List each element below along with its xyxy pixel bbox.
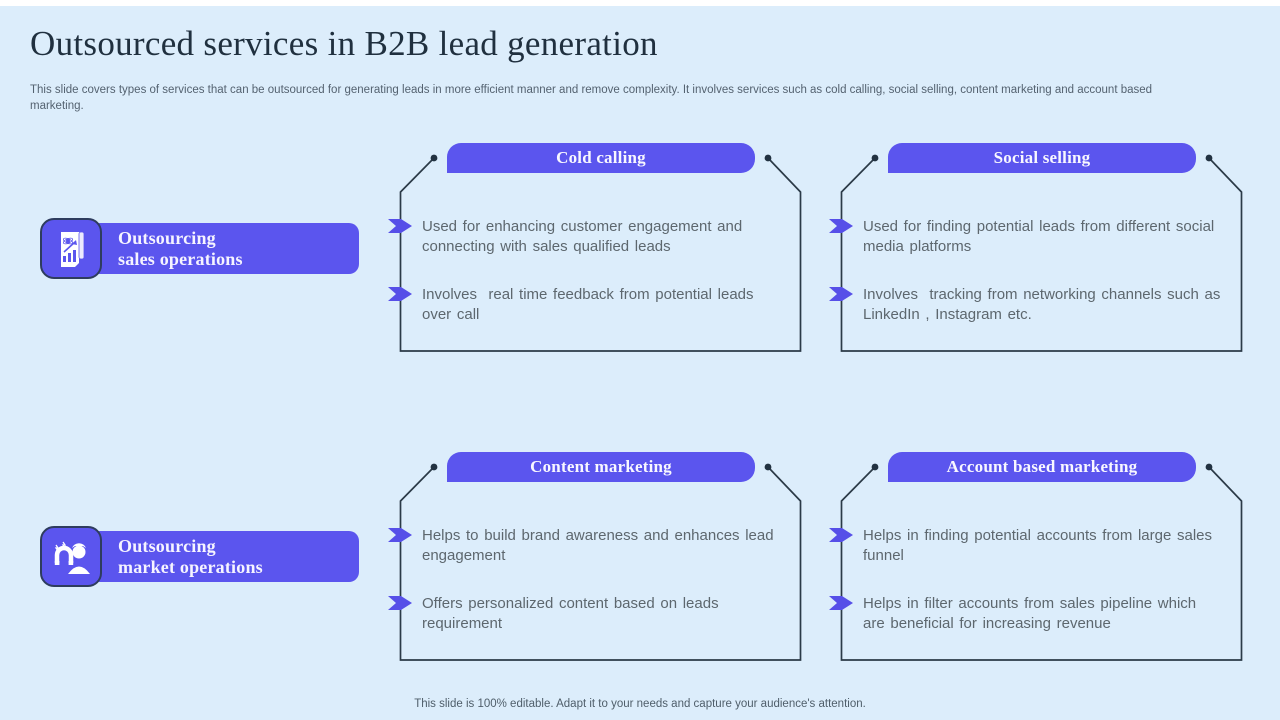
panel-title: Social selling — [888, 143, 1196, 173]
bullet-text: Used for finding potential leads from di… — [863, 218, 1220, 255]
bullet-item: Helps in filter accounts from sales pipe… — [829, 594, 1221, 633]
bullet-text: Offers personalized content based on lea… — [422, 595, 725, 632]
category-sales-operations: Outsourcing sales operations — [40, 218, 359, 279]
bullet-arrow-icon — [388, 219, 412, 233]
bullet-item: Helps in finding potential accounts from… — [829, 526, 1221, 565]
bullet-arrow-icon — [829, 596, 853, 610]
bullet-item: Involves tracking from networking channe… — [829, 285, 1221, 324]
bullet-text: Helps in finding potential accounts from… — [863, 527, 1218, 564]
bullet-arrow-icon — [829, 219, 853, 233]
panel-connector — [399, 463, 802, 661]
bullet-text: Used for enhancing customer engagement a… — [422, 218, 748, 255]
page-title: Outsourced services in B2B lead generati… — [30, 24, 658, 63]
category-market-operations: Outsourcing market operations — [40, 526, 359, 587]
bullet-item: Used for finding potential leads from di… — [829, 217, 1221, 256]
bullet-arrow-icon — [388, 287, 412, 301]
category-label-bar: Outsourcing market operations — [54, 531, 359, 582]
panel-cold-calling: Cold calling Used for enhancing customer… — [388, 143, 802, 353]
bullet-text: Involves real time feedback from potenti… — [422, 286, 760, 323]
bullet-arrow-icon — [388, 528, 412, 542]
bullet-item: Helps to build brand awareness and enhan… — [388, 526, 780, 565]
category-label-line1: Outsourcing — [118, 227, 216, 248]
panel-title: Content marketing — [447, 452, 755, 482]
panel-account-based-marketing: Account based marketing Helps in finding… — [829, 452, 1243, 662]
bullet-arrow-icon — [829, 528, 853, 542]
bullet-item: Used for enhancing customer engagement a… — [388, 217, 780, 256]
sales-report-icon — [40, 218, 102, 279]
bullet-item: Offers personalized content based on lea… — [388, 594, 780, 633]
bullet-text: Helps in filter accounts from sales pipe… — [863, 595, 1202, 632]
editable-note: This slide is 100% editable. Adapt it to… — [414, 698, 866, 710]
bullet-item: Involves real time feedback from potenti… — [388, 285, 780, 324]
slide-top-margin — [0, 0, 1280, 6]
magnet-person-icon — [40, 526, 102, 587]
slide-description: This slide covers types of services that… — [30, 84, 1153, 112]
panel-connector — [840, 463, 1243, 661]
panel-title: Cold calling — [447, 143, 755, 173]
bullet-arrow-icon — [388, 596, 412, 610]
panel-title: Account based marketing — [888, 452, 1196, 482]
category-label-line2: market operations — [118, 556, 263, 577]
category-label-line2: sales operations — [118, 248, 243, 269]
panel-connector — [840, 154, 1243, 352]
bullet-text: Involves tracking from networking channe… — [863, 286, 1227, 323]
panel-social-selling: Social selling Used for finding potentia… — [829, 143, 1243, 353]
bullet-arrow-icon — [829, 287, 853, 301]
bullet-text: Helps to build brand awareness and enhan… — [422, 527, 780, 564]
category-label-line1: Outsourcing — [118, 535, 216, 556]
category-label-bar: Outsourcing sales operations — [54, 223, 359, 274]
panel-content-marketing: Content marketing Helps to build brand a… — [388, 452, 802, 662]
panel-connector — [399, 154, 802, 352]
